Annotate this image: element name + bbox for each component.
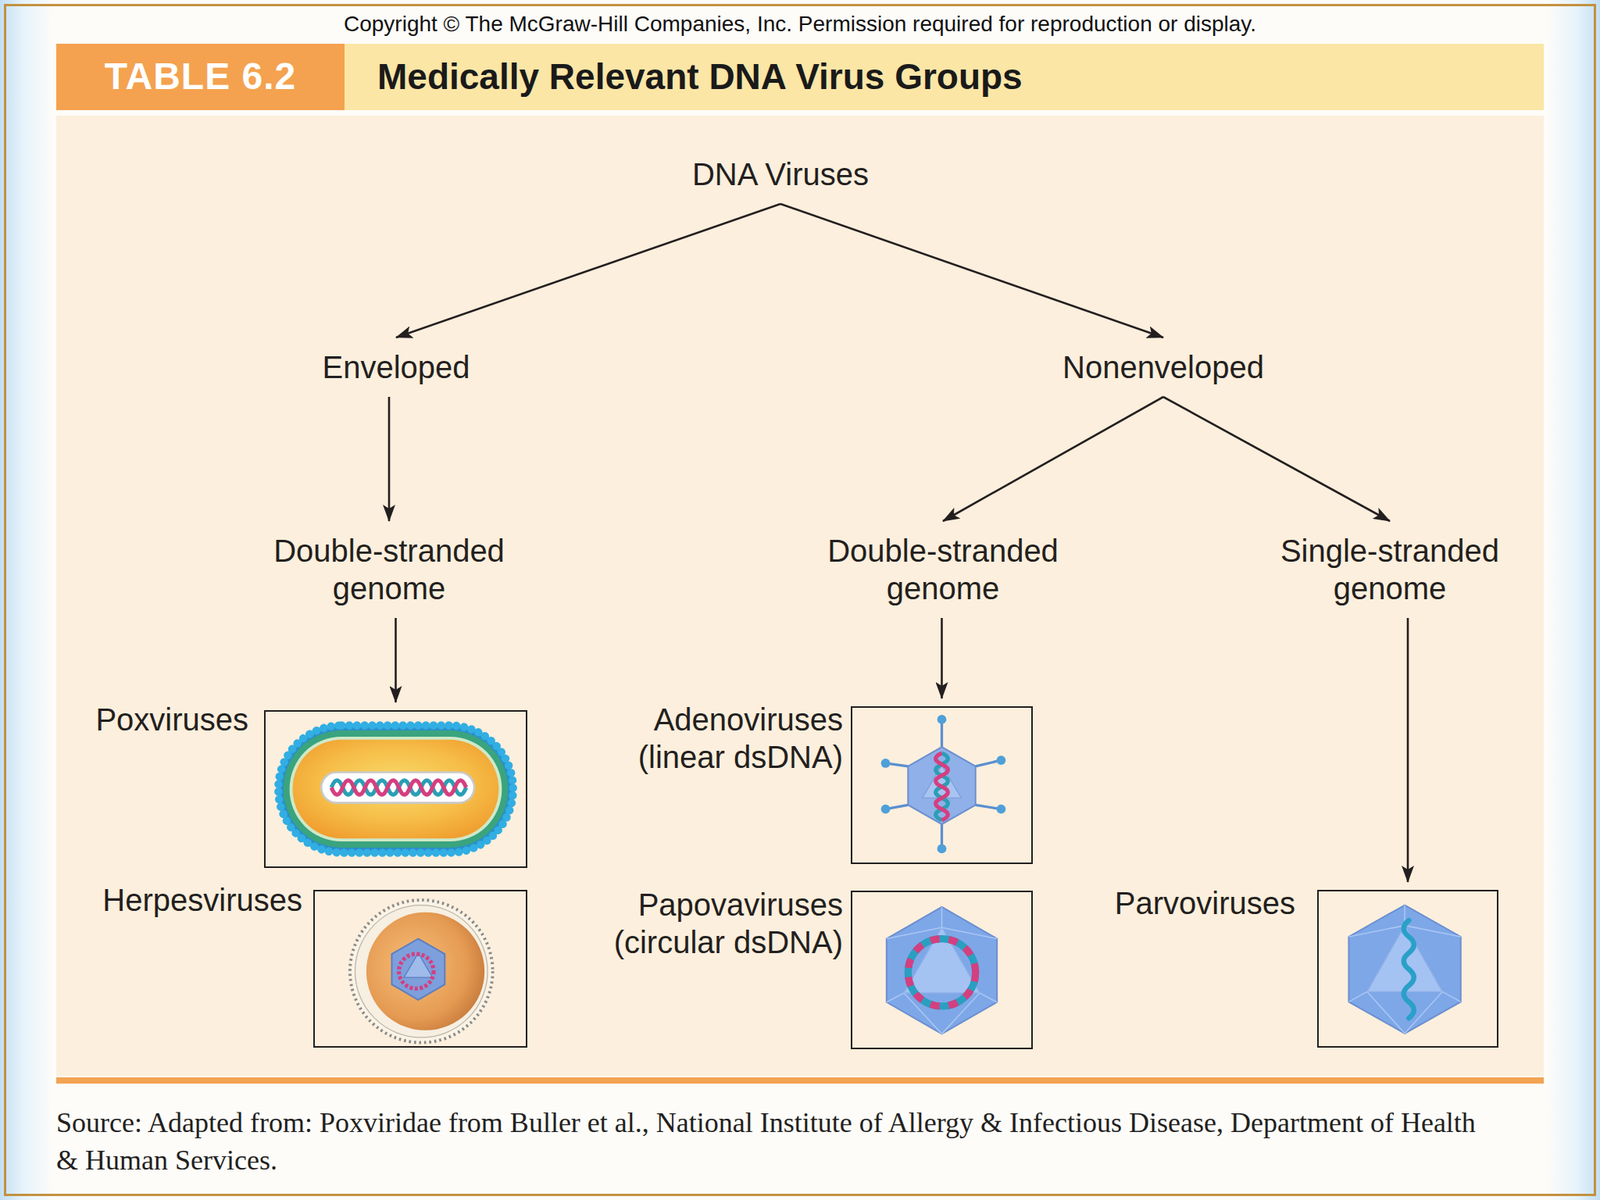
virus-box: Adenoviruses (linear dsDNA) xyxy=(850,706,1033,865)
poxvirus-illustration xyxy=(264,710,528,868)
node-text: Nonenveloped xyxy=(1038,348,1289,386)
knob xyxy=(996,804,1007,815)
virus-name: Papovaviruses (circular dsDNA) xyxy=(577,885,843,961)
virus-name: Parvoviruses xyxy=(1076,884,1296,922)
text-node: Double-stranded genome xyxy=(260,521,518,618)
virus-label-group: Papovaviruses (circular dsDNA) xyxy=(577,885,843,961)
knob xyxy=(937,844,947,854)
facet-lines xyxy=(886,907,997,1034)
envelope-outer xyxy=(278,725,513,854)
copyright-notice: Copyright © The McGraw-Hill Companies, I… xyxy=(53,10,1547,39)
virus-label-group: Adenoviruses (linear dsDNA) xyxy=(608,700,843,776)
connector-arrow xyxy=(394,617,397,703)
facet-edge xyxy=(1404,925,1461,937)
envelope-layer xyxy=(283,730,508,848)
virus-box: Parvoviruses xyxy=(1317,889,1499,1048)
dna-strand xyxy=(331,780,466,795)
capsid-facet xyxy=(922,765,962,799)
fiber-knobs xyxy=(881,714,1007,854)
envelope-fringe xyxy=(350,900,493,1043)
connector-arrow xyxy=(942,396,1164,522)
virus-name: Herpesviruses xyxy=(67,881,303,919)
fibers xyxy=(885,719,1002,850)
envelope-inner xyxy=(289,736,503,842)
virus-box: Herpesviruses xyxy=(313,889,528,1048)
table-title: Medically Relevant DNA Virus Groups xyxy=(377,54,1534,99)
facet-edge xyxy=(1442,991,1461,1002)
virus-box: Papovaviruses (circular dsDNA) xyxy=(850,890,1033,1050)
facet-edge xyxy=(941,907,943,928)
node-text: Single-stranded genome xyxy=(1260,532,1519,608)
text-node: Single-stranded genome xyxy=(1260,521,1519,618)
source-caption: Source: Adapted from: Poxviridae from Bu… xyxy=(56,1103,1486,1179)
virus-box: Poxviruses xyxy=(264,710,528,868)
core-capsule xyxy=(321,771,475,803)
ssdna-strand xyxy=(1403,920,1415,1018)
text-node: Enveloped xyxy=(286,337,506,397)
knob xyxy=(881,758,891,768)
virion-core xyxy=(292,739,500,839)
virus-name: Adenoviruses (linear dsDNA) xyxy=(608,700,843,776)
dna-ring xyxy=(399,953,434,989)
knob xyxy=(881,804,891,815)
connector-arrow xyxy=(940,617,943,699)
node-text: DNA Viruses xyxy=(663,155,898,193)
table-number: TABLE 6.2 xyxy=(56,54,345,99)
virus-label-group: Herpesviruses xyxy=(67,881,303,919)
facet-edge xyxy=(1348,925,1405,937)
parvovirus-illustration xyxy=(1317,889,1499,1048)
facet-edge xyxy=(886,992,904,1003)
facet-edge xyxy=(1404,991,1443,1033)
connector-arrow xyxy=(388,396,391,522)
facet-edge xyxy=(1367,991,1405,1033)
divider-rule xyxy=(56,1077,1544,1084)
text-node: Nonenveloped xyxy=(1038,337,1289,397)
papovavirus-illustration xyxy=(850,890,1033,1050)
text-node: Double-stranded genome xyxy=(814,521,1072,618)
capsid xyxy=(907,746,975,825)
node-text: Double-stranded genome xyxy=(814,532,1072,608)
dna-strand xyxy=(331,780,466,795)
virus-label-group: Parvoviruses xyxy=(1076,884,1296,922)
herpesvirus-illustration xyxy=(313,889,528,1048)
adenovirus-illustration xyxy=(850,706,1033,865)
virus-label-group: Poxviruses xyxy=(68,700,249,739)
connector-arrow xyxy=(1163,396,1390,522)
dna-ring xyxy=(907,939,975,1007)
tegument xyxy=(366,912,485,1031)
facet-lines xyxy=(1348,905,1461,1034)
connector-arrow xyxy=(396,203,781,338)
text-node: DNA Viruses xyxy=(663,144,898,204)
connector-arrow xyxy=(1407,617,1410,883)
virus-name: Poxviruses xyxy=(68,700,249,739)
capsid xyxy=(391,939,445,1000)
dna-ring xyxy=(907,939,975,1007)
dna-strand xyxy=(935,753,949,821)
dna-strand xyxy=(935,753,949,821)
envelope xyxy=(354,905,488,1038)
connector-arrow xyxy=(780,203,1164,338)
facet-edge xyxy=(979,992,997,1003)
capsid xyxy=(1348,905,1461,1034)
node-text: Double-stranded genome xyxy=(260,532,518,608)
knob xyxy=(996,755,1007,765)
capsid xyxy=(886,907,997,1034)
node-text: Enveloped xyxy=(286,348,506,386)
knob xyxy=(937,714,947,725)
facet-edge xyxy=(1348,991,1367,1002)
